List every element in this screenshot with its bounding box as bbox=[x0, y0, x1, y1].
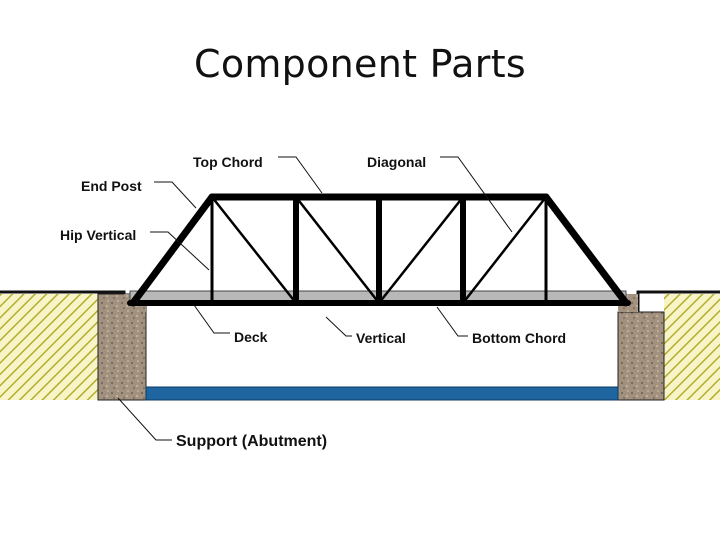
leader-diagonal bbox=[440, 156, 513, 233]
slide-title: Component Parts bbox=[193, 42, 526, 86]
end-post-right bbox=[542, 193, 630, 307]
ground-right bbox=[618, 290, 720, 400]
leader-top-chord bbox=[278, 156, 323, 194]
diagonal-member-3 bbox=[377, 195, 465, 305]
diagonal-member-4 bbox=[461, 195, 548, 305]
end-post-left bbox=[129, 193, 216, 307]
leader-support bbox=[117, 397, 172, 441]
label-vertical: Vertical bbox=[356, 330, 406, 346]
ground-left bbox=[0, 290, 146, 400]
label-top-chord: Top Chord bbox=[193, 154, 263, 170]
label-hip-vertical: Hip Vertical bbox=[60, 227, 136, 243]
truss bbox=[127, 193, 631, 307]
label-end-post: End Post bbox=[81, 178, 142, 194]
leader-end-post bbox=[154, 181, 197, 209]
diagonal-member-1 bbox=[210, 195, 298, 305]
label-bottom-chord: Bottom Chord bbox=[472, 330, 566, 346]
water bbox=[145, 386, 619, 401]
abutment-right bbox=[617, 311, 665, 401]
leader-lines bbox=[117, 156, 513, 441]
leader-bottom-chord bbox=[436, 306, 468, 337]
label-deck: Deck bbox=[234, 329, 268, 345]
leader-hip-vertical bbox=[150, 231, 210, 271]
leader-deck bbox=[193, 304, 230, 334]
label-diagonal: Diagonal bbox=[367, 154, 426, 170]
leader-vertical bbox=[325, 316, 352, 337]
label-support: Support (Abutment) bbox=[176, 433, 327, 450]
diagonal-member-2 bbox=[294, 195, 381, 305]
